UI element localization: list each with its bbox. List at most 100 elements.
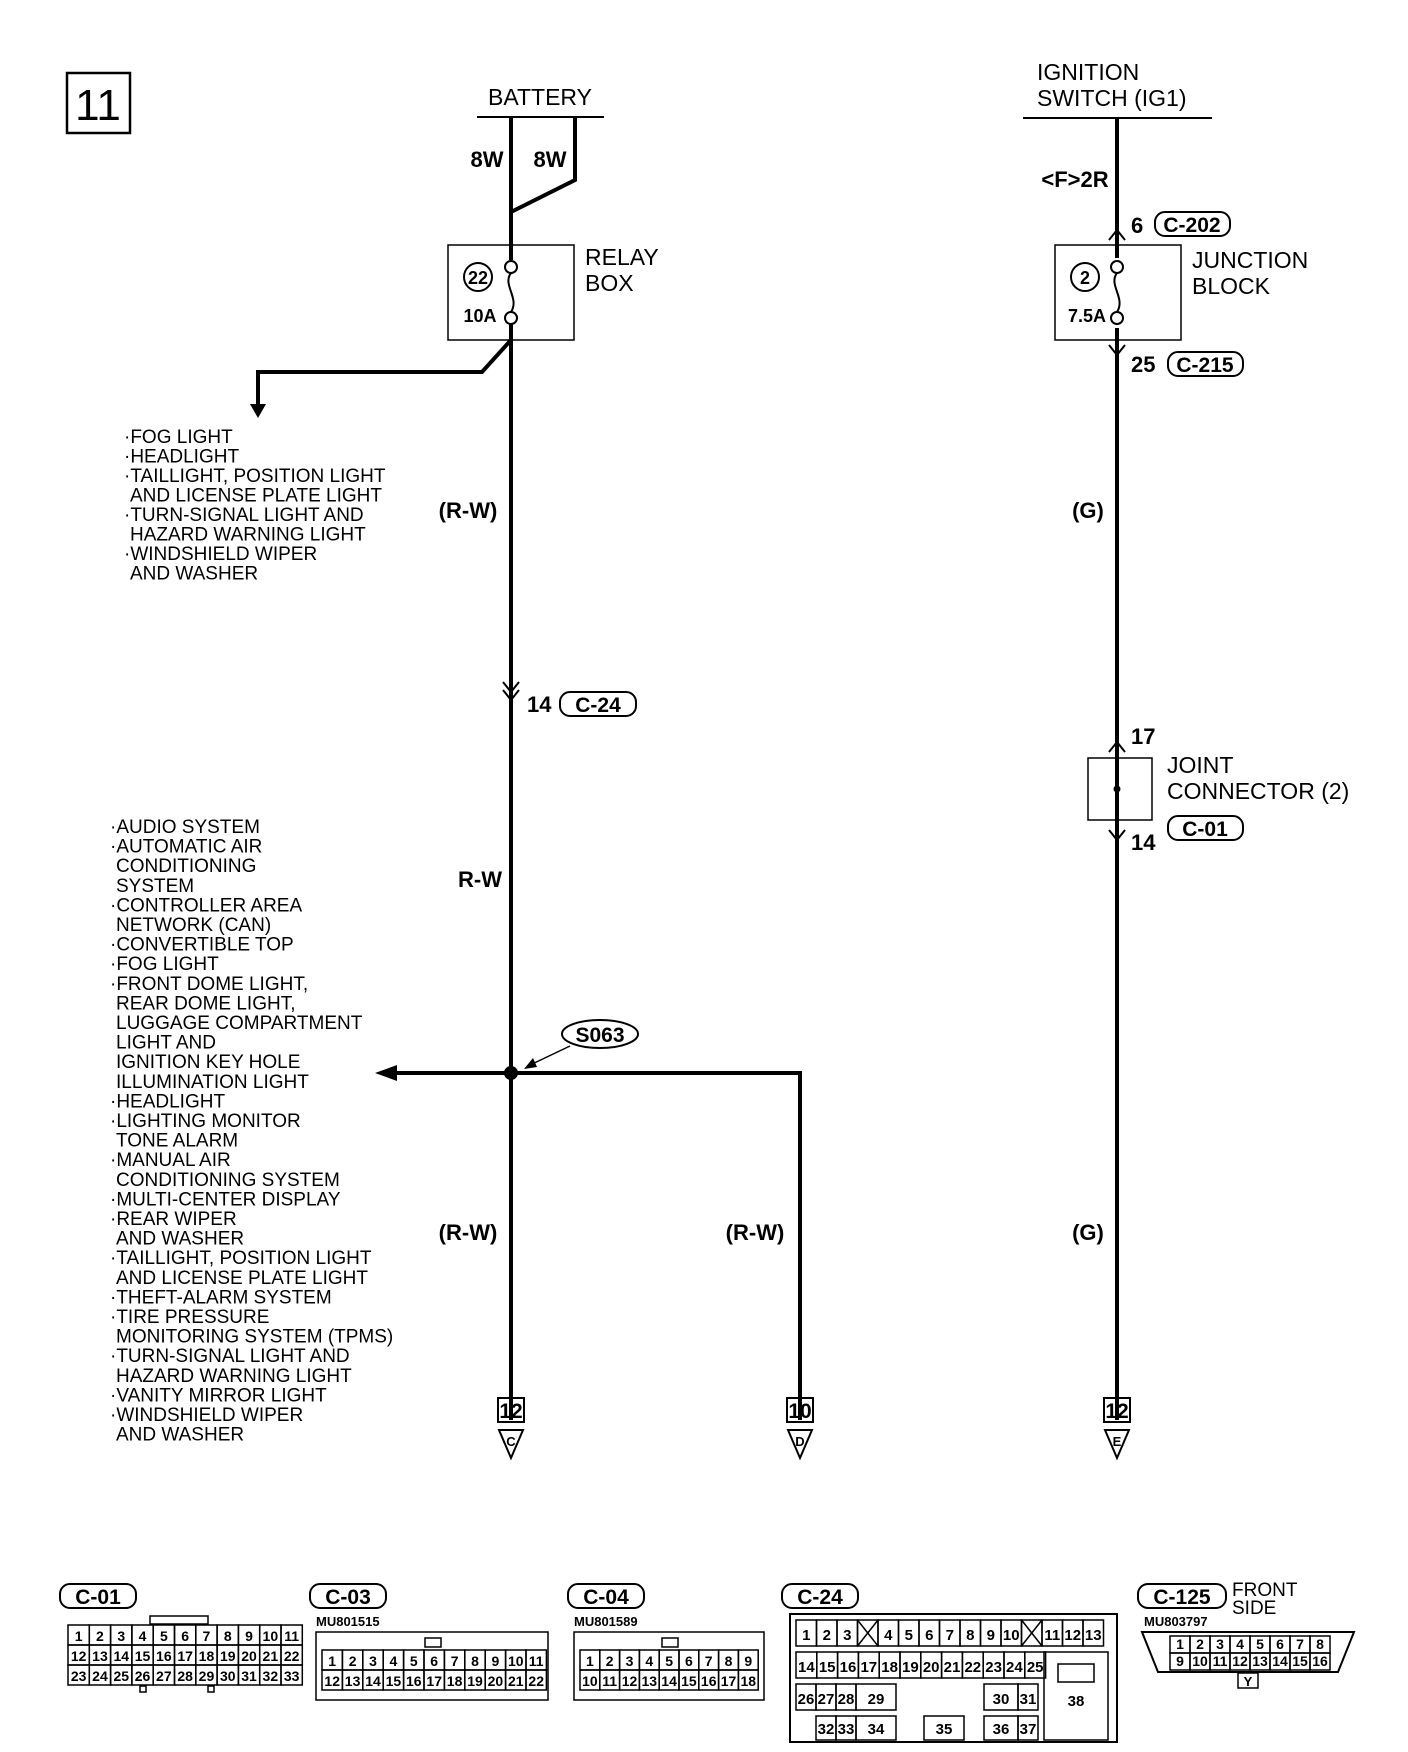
c03-pin: 3 [369,1653,377,1669]
c03-pin: 7 [451,1653,459,1669]
relay-load-item: ·TURN-SIGNAL LIGHT AND [124,505,364,526]
c125-pin: 12 [1232,1653,1248,1669]
c01-pin: 24 [92,1668,108,1684]
wire-g-lower: (G) [1072,1220,1104,1245]
c03-cell [525,1669,548,1691]
c24-pin: 2 [823,1627,831,1644]
terminal-e-page: 12 [1105,1400,1128,1423]
c24-pin: 8 [966,1627,974,1644]
c24-pin: 4 [884,1627,893,1644]
wire-rw-lower: (R-W) [439,1220,498,1245]
joint-connector-id: C-01 [1182,818,1228,841]
c04-pin: 8 [725,1653,733,1669]
c24-big-pin: 38 [1068,1693,1085,1710]
c04-pin: 2 [606,1653,614,1669]
splice-load-item: TONE ALARM [116,1131,238,1152]
c125-pin: 15 [1292,1653,1308,1669]
splice-load-item: ·REAR WIPER [110,1209,237,1230]
c01-pin: 15 [135,1648,151,1664]
splice-load-item: HAZARD WARNING LIGHT [116,1366,352,1387]
terminal-d-letter: D [795,1434,804,1449]
relay-fuse-number: 22 [468,268,488,288]
relay-load-item: ·FOG LIGHT [124,427,233,448]
splice-load-item: ·WINDSHIELD WIPER [110,1405,303,1426]
c03-pin: 1 [328,1653,336,1669]
wire-rw-mid: R-W [458,867,502,892]
c24-cell [923,1715,965,1741]
c04-pin: 7 [705,1653,713,1669]
c01-pin: 12 [71,1648,87,1664]
c01-pin: 26 [135,1668,151,1684]
c01-pin: 17 [177,1648,193,1664]
c03-pin: 14 [365,1673,381,1689]
c24-pin: 34 [868,1721,885,1738]
c24-pin: 18 [881,1659,898,1676]
joint-out-pin: 14 [1131,830,1156,855]
c01-pin: 33 [284,1668,300,1684]
c01-pin: 16 [156,1648,172,1664]
c24-pin-number: 14 [527,692,552,717]
jb-in-pin: 6 [1131,213,1143,238]
c125-pin: 6 [1276,1636,1284,1652]
splice-loads: ·AUDIO SYSTEM·AUTOMATIC AIRCONDITIONINGS… [110,817,393,1446]
junction-block: 6 C-202 2 7.5A JUNCTION BLOCK 25 C-215 [1054,211,1308,377]
c01-pin: 28 [177,1668,193,1684]
relay-branch-loads: ·FOG LIGHT·HEADLIGHT·TAILLIGHT, POSITION… [124,427,386,585]
page-number: 11 [75,81,121,130]
c125-pin: 10 [1192,1653,1208,1669]
c24-pin: 12 [1064,1627,1081,1644]
c04-pin: 6 [685,1653,693,1669]
c24-cell [1017,1683,1039,1711]
c125-key: Y [1244,1674,1253,1689]
c125-pin: 2 [1196,1636,1204,1652]
c24-pin: 15 [819,1659,836,1676]
c24-cell [1043,1651,1109,1741]
splice-load-item: SYSTEM [116,876,194,897]
c03-pin: 4 [390,1653,398,1669]
c04-pin: 16 [701,1673,717,1689]
page-number-box: 11 [65,71,132,135]
c24-pin: 3 [843,1627,851,1644]
c03-pin: 20 [488,1673,504,1689]
relay-load-item: AND WASHER [130,564,258,585]
c01-pin: 6 [181,1628,189,1644]
terminal-c-page: 12 [499,1400,522,1423]
c04-pin: 5 [665,1653,673,1669]
c125-pin: 16 [1312,1653,1328,1669]
splice-load-item: ·HEADLIGHT [110,1091,225,1112]
splice-load-item: LUGGAGE COMPARTMENT [116,1013,363,1034]
c04-pin: 3 [626,1653,634,1669]
c24-cell [855,1683,897,1711]
splice-load-item: CONDITIONING SYSTEM [116,1170,340,1191]
c125-side-1: FRONT [1232,1580,1298,1601]
jb-out-pin: 25 [1131,352,1155,377]
c03-pin: 19 [467,1673,483,1689]
c01-pin: 20 [241,1648,257,1664]
splice-s063: S063 [375,1019,802,1420]
c24-pin-connector: C-24 [575,694,621,717]
joint-label-2: CONNECTOR (2) [1167,778,1349,804]
c24-pin: 31 [1020,1691,1037,1708]
c24-cell [1017,1715,1039,1741]
ignition-label-1: IGNITION [1037,59,1139,85]
c125-pin: 13 [1252,1653,1268,1669]
c03-pin: 10 [508,1653,524,1669]
c01-pin: 1 [75,1628,83,1644]
c04-part: MU801589 [574,1614,638,1629]
c01-pin: 2 [96,1628,104,1644]
splice-load-item: CONDITIONING [116,856,256,877]
c04-pin: 12 [622,1673,638,1689]
c24-pin: 32 [818,1721,835,1738]
c04-label: C-04 [583,1586,629,1609]
c24-pin: 1 [802,1627,810,1644]
jb-in-connector: C-202 [1163,214,1220,237]
ignition-wire: <F>2R [1041,167,1108,192]
c125-pin: 5 [1256,1636,1264,1652]
splice-load-item: ·CONTROLLER AREA [110,895,302,916]
c04-pin: 1 [586,1653,594,1669]
battery-wire-right: 8W [534,147,567,172]
splice-load-item: ·MULTI-CENTER DISPLAY [110,1189,341,1210]
c04-pin: 15 [681,1673,697,1689]
